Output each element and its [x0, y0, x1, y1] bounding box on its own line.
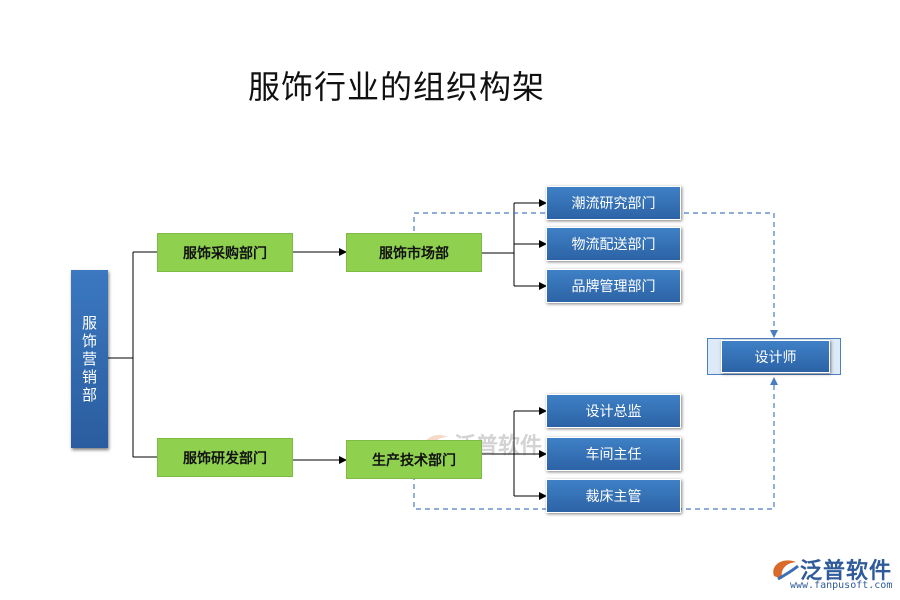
cutting-supervisor-node: 裁床主管	[546, 479, 681, 513]
logo-text: 泛普软件	[800, 559, 893, 584]
purchase-dept-label: 服饰采购部门	[183, 245, 267, 262]
market-dept-node: 服饰市场部	[346, 233, 482, 272]
brand-management-label: 品牌管理部门	[571, 279, 656, 295]
tech-dept-node: 生产技术部门	[346, 440, 482, 479]
designer-node: 设计师	[721, 340, 830, 373]
trend-research-label: 潮流研究部门	[571, 196, 656, 212]
diagram-title: 服饰行业的组织构架	[248, 68, 546, 106]
tech-dept-label: 生产技术部门	[372, 452, 456, 469]
rd-dept-node: 服饰研发部门	[157, 438, 293, 477]
root-label: 服饰营销部	[81, 314, 97, 404]
trend-research-node: 潮流研究部门	[546, 186, 681, 220]
fanpu-logo-icon	[773, 560, 799, 581]
root-node: 服饰营销部	[71, 270, 108, 448]
purchase-dept-node: 服饰采购部门	[157, 233, 293, 272]
logistics-node: 物流配送部门	[546, 227, 681, 261]
market-dept-label: 服饰市场部	[379, 245, 449, 262]
design-director-label: 设计总监	[585, 404, 642, 420]
brand-management-node: 品牌管理部门	[546, 269, 681, 303]
logo-url: www.fanpusoft.com	[790, 580, 893, 591]
logistics-label: 物流配送部门	[571, 237, 656, 253]
designer-label: 设计师	[754, 349, 797, 366]
brand-logo: 泛普软件	[770, 553, 892, 585]
rd-dept-label: 服饰研发部门	[183, 450, 267, 467]
design-director-node: 设计总监	[546, 394, 681, 428]
cutting-supervisor-label: 裁床主管	[585, 489, 642, 505]
workshop-director-node: 车间主任	[546, 437, 681, 471]
dashed-tech-to-designer	[413, 377, 778, 510]
workshop-director-label: 车间主任	[585, 447, 642, 463]
